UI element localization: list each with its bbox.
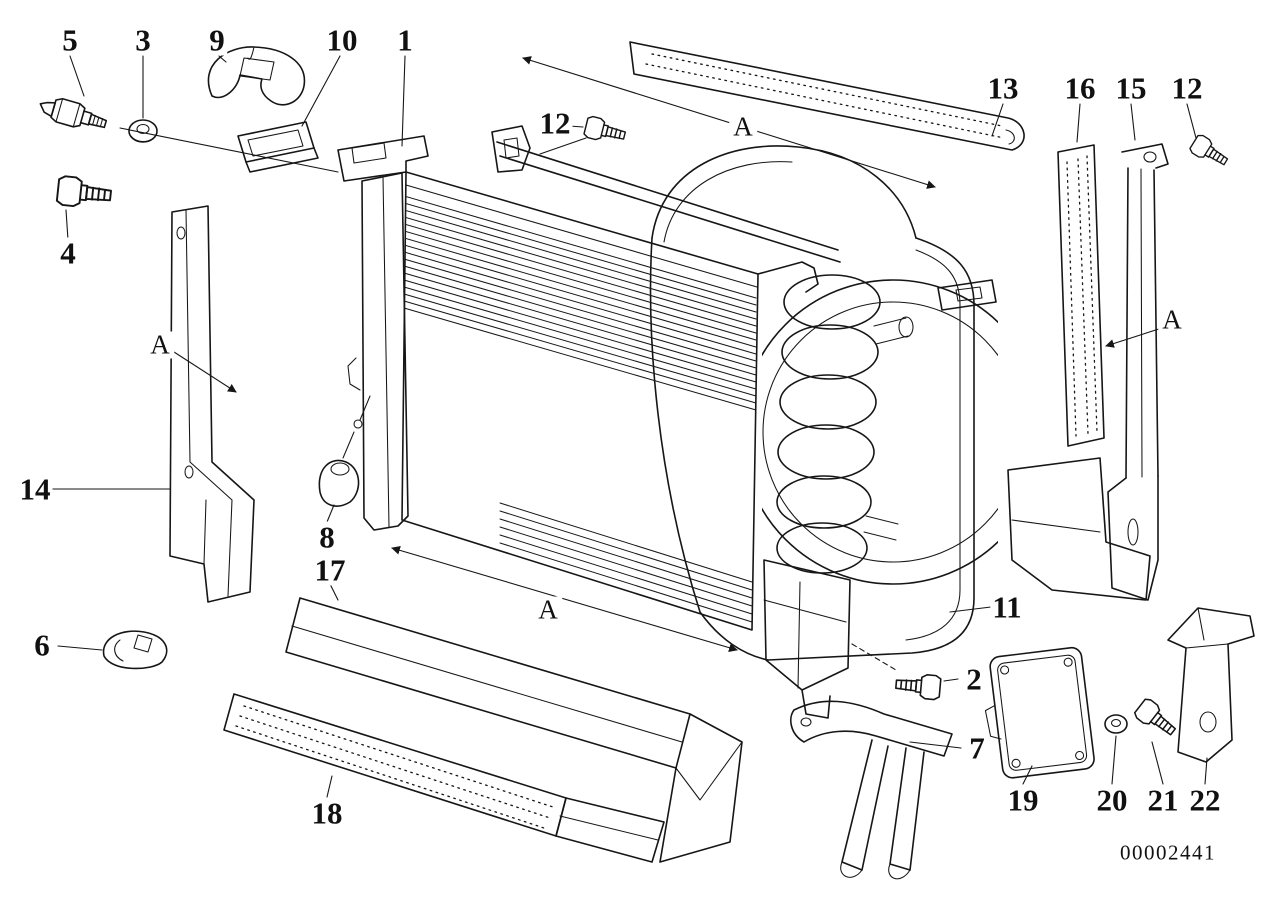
foam-strip-part-16 xyxy=(1057,144,1105,447)
part-callout-8: 8 xyxy=(317,519,337,555)
part-callout-12: 12 xyxy=(1169,70,1205,106)
part-callout-2: 2 xyxy=(964,661,984,697)
dimension-label-a: A xyxy=(1158,306,1186,334)
left-bracket-part-14 xyxy=(169,205,255,603)
part-callout-19: 19 xyxy=(1005,782,1041,818)
dimension-lines xyxy=(173,56,1163,652)
clip-part-6 xyxy=(102,630,168,670)
part-callout-5: 5 xyxy=(60,22,80,58)
part-callout-3: 3 xyxy=(133,22,153,58)
outlet-tank-and-hoses xyxy=(757,261,914,719)
temp-sensor-part-5 xyxy=(39,97,108,129)
leader-lines xyxy=(51,55,1208,798)
bolt-part-12-right xyxy=(1187,132,1232,172)
washer-part-20 xyxy=(1104,714,1128,734)
part-callout-16: 16 xyxy=(1062,70,1098,106)
lower-duct-part-18 xyxy=(223,693,665,863)
bolt-part-4 xyxy=(55,174,113,211)
dimension-label-a: A xyxy=(729,113,757,141)
part-callout-10: 10 xyxy=(324,22,360,58)
fan-shroud-part-11 xyxy=(649,145,998,661)
part-callout-6: 6 xyxy=(32,627,52,663)
part-callout-11: 11 xyxy=(990,589,1024,625)
part-callout-12: 12 xyxy=(537,105,573,141)
part-callout-20: 20 xyxy=(1094,782,1130,818)
clip-part-10 xyxy=(237,121,319,173)
dimension-label-a: A xyxy=(534,596,562,624)
part-callout-17: 17 xyxy=(312,552,348,588)
part-callout-4: 4 xyxy=(58,235,78,271)
radiator-part-1 xyxy=(337,135,759,631)
bracket-part-22 xyxy=(1167,607,1255,763)
dimension-label-a: A xyxy=(146,331,174,359)
part-callout-9: 9 xyxy=(207,22,227,58)
part-callout-21: 21 xyxy=(1145,782,1181,818)
part-callout-7: 7 xyxy=(967,730,987,766)
control-module-part-19 xyxy=(984,646,1095,779)
bolt-part-12-left xyxy=(582,114,628,147)
part-callout-22: 22 xyxy=(1187,782,1223,818)
part-callout-1: 1 xyxy=(395,22,415,58)
washer-part-3 xyxy=(128,119,158,143)
clip-part-9 xyxy=(207,46,306,106)
document-number: 00002441 xyxy=(1120,840,1216,865)
bolt-part-2 xyxy=(894,671,942,701)
bolt-part-21 xyxy=(1132,696,1181,742)
rubber-buffer-part-8 xyxy=(318,431,360,507)
upper-duct-part-17 xyxy=(285,597,743,863)
part-callout-14: 14 xyxy=(17,471,53,507)
part-callout-13: 13 xyxy=(985,70,1021,106)
mounting-bracket-part-7 xyxy=(790,700,953,880)
gasket-strip-part-13 xyxy=(629,41,1025,151)
part-callout-15: 15 xyxy=(1113,70,1149,106)
side-bracket-part-15 xyxy=(1007,143,1169,601)
part-callout-18: 18 xyxy=(309,795,345,831)
